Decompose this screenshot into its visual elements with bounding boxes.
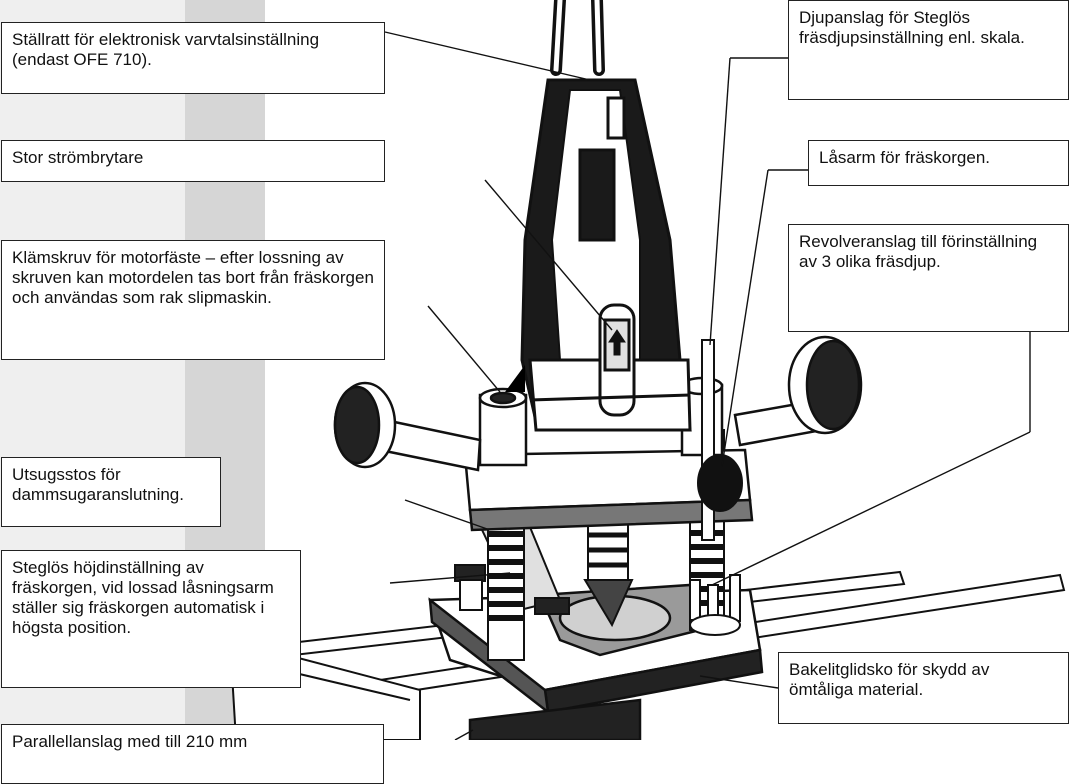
clamp-knobs <box>454 564 570 615</box>
left-handle <box>333 381 482 472</box>
lock-arm-knob <box>697 454 743 512</box>
callout-dust-port: Utsugsstos för dammsugaranslutning. <box>1 457 221 527</box>
motor-housing <box>520 78 692 432</box>
callout-bottom-cut: Parallellanslag med till 210 mm <box>1 724 384 784</box>
callout-height-adjust: Steglös höjdinställning av fräskorgen, v… <box>1 550 301 688</box>
right-handle <box>733 335 863 447</box>
arrow-marker <box>505 365 525 392</box>
callout-turret-stop: Revolveranslag till förinställning av 3 … <box>788 224 1069 332</box>
callout-base-plate: Bakelitglidsko för skydd av ömtåliga mat… <box>778 652 1069 724</box>
callout-main-switch: Stor strömbrytare <box>1 140 385 182</box>
power-cord <box>550 0 605 76</box>
callout-clamp-screw: Klämskruv för motorfäste – efter lossnin… <box>1 240 385 360</box>
turret-stop <box>689 574 741 636</box>
callout-speed-dial: Ställratt för elektronisk varvtalsinstäl… <box>1 22 385 94</box>
callout-lock-arm: Låsarm för fräskorgen. <box>808 140 1069 186</box>
callout-depth-stop: Djupanslag för Steglös fräsdjupsinställn… <box>788 0 1069 100</box>
leader-lines <box>384 31 1031 740</box>
router-illustration <box>228 0 1066 740</box>
